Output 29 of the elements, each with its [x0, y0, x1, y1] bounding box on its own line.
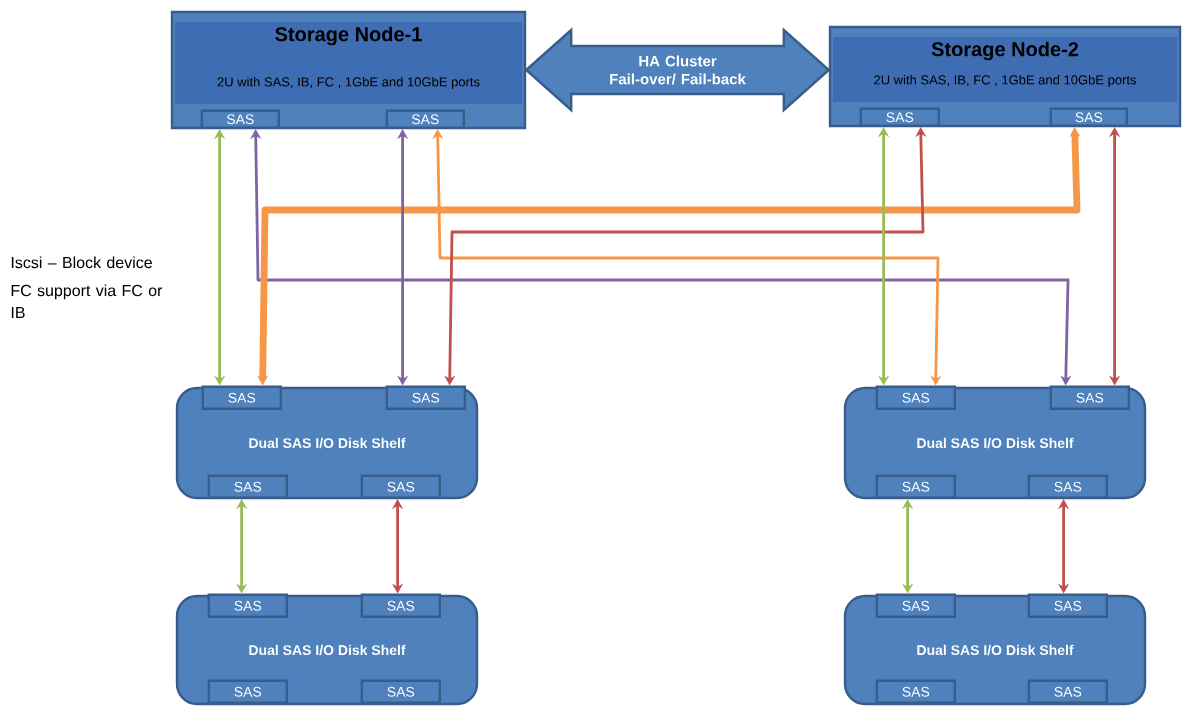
port-box: SAS: [207, 679, 288, 704]
port-box: SAS: [385, 385, 466, 410]
note-text: Iscsi – Block device: [11, 256, 152, 269]
server-box: [828, 25, 1182, 128]
port-box: SAS: [1027, 593, 1108, 618]
port-box: SAS: [360, 679, 441, 704]
node-description: 2U with SAS, IB, FC , 1GbE and 10GbE ports: [874, 74, 1136, 88]
node-title: Storage Node-1: [275, 26, 422, 46]
port-box: SAS: [875, 679, 956, 704]
port-box: SAS: [859, 107, 941, 127]
port-box: SAS: [207, 474, 288, 499]
edge-label: HA Cluster Fail-over/ Fail-back: [610, 55, 746, 85]
port-box: SAS: [875, 474, 956, 499]
node-description: 2U with SAS, IB, FC , 1GbE and 10GbE ports: [217, 76, 480, 90]
note-text: FC support via FC or IB: [11, 284, 163, 318]
port-box: SAS: [1027, 679, 1108, 704]
port-box: SAS: [200, 109, 280, 129]
server-box: [170, 10, 527, 130]
port-box: SAS: [207, 593, 288, 618]
port-box: SAS: [875, 385, 956, 410]
port-box: SAS: [360, 593, 441, 618]
node-title: Storage Node-2: [931, 41, 1079, 61]
port-box: SAS: [1049, 385, 1130, 410]
port-box: SAS: [875, 593, 956, 618]
port-box: SAS: [1027, 474, 1108, 499]
port-box: SAS: [385, 109, 465, 129]
port-box: SAS: [201, 385, 282, 410]
port-box: SAS: [1049, 107, 1128, 127]
port-box: SAS: [360, 474, 441, 499]
